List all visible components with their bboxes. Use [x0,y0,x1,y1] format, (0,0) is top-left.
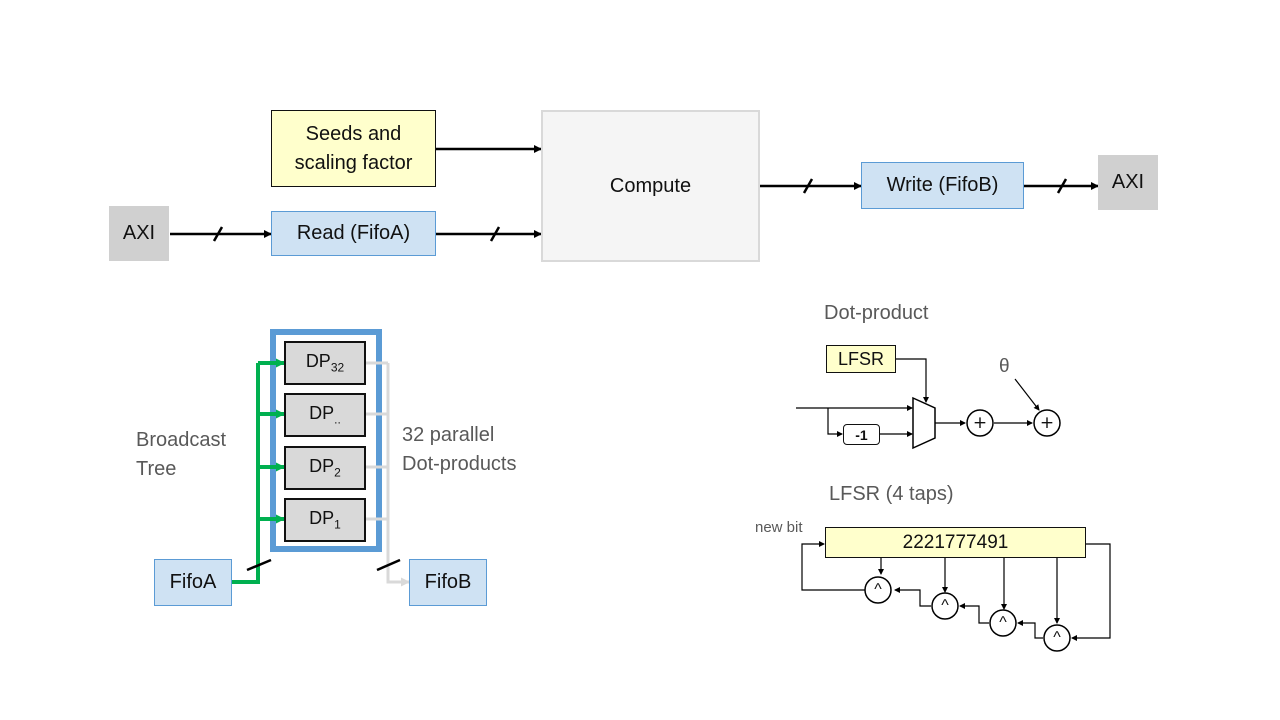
bus-slash [246,558,272,572]
dp-output-lines [366,361,410,587]
dp-unit-32: DP32 [284,341,366,385]
read-fifo-label: Read (FifoA) [296,222,411,244]
fifo-b-label: FifoB [424,571,472,593]
xor-symbol: ^ [1053,629,1061,646]
compute-box: Compute [541,110,760,262]
compute-label: Compute [609,174,692,197]
broadcast-tree-label: Broadcast Tree [136,426,226,484]
fifo-a-box: FifoA [154,559,232,606]
fifo-a-label: FifoA [169,571,217,593]
dp-unit-label: DP32 [305,351,345,375]
negate-box: -1 [843,424,880,445]
dot-product-title: Dot-product [824,302,929,324]
dp-lfsr-label: LFSR [837,348,884,369]
plus-symbol: + [972,413,988,433]
mux-icon [912,396,936,450]
broadcast-label-line2: Tree [136,458,177,480]
parallel-label-line1: 32 parallel [402,424,495,446]
lfsr-feedback [801,541,1111,641]
bus-slash [376,558,401,572]
dp-unit-label: DP.. [309,403,341,427]
lfsr-register: 2221777491 [825,527,1086,558]
write-fifo-box: Write (FifoB) [861,162,1024,209]
plus-symbol: + [1039,413,1055,433]
dp-unit-label: DP2 [309,456,341,480]
new-bit-label: new bit [755,519,803,536]
write-fifo-label: Write (FifoB) [886,174,999,196]
lfsr-title: LFSR (4 taps) [829,483,954,505]
adder-icon [966,409,994,437]
xor-symbol: ^ [999,614,1007,631]
dp-lfsr-box: LFSR [826,345,896,373]
parallel-dp-label: 32 parallel Dot-products [402,421,517,479]
fifo-b-box: FifoB [409,559,487,606]
dot-product-datapath [796,358,1040,437]
lfsr-register-value: 2221777491 [902,531,1009,553]
dp-unit-2: DP2 [284,446,366,490]
xor-symbol: ^ [941,597,949,614]
axi-input-box: AXI [109,206,169,261]
adder-icon [1033,409,1061,437]
parallel-label-line2: Dot-products [402,453,517,475]
axi-output-box: AXI [1098,155,1158,210]
pipeline-arrows [170,145,1099,242]
xor-symbol: ^ [874,581,882,598]
axi-output-label: AXI [1111,171,1145,193]
broadcast-label-line1: Broadcast [136,429,227,451]
axi-input-label: AXI [122,222,156,244]
theta-label: θ [999,356,1010,377]
read-fifo-box: Read (FifoA) [271,211,436,256]
dp-unit-label: DP1 [309,508,341,532]
negate-label: -1 [855,426,868,443]
seeds-box: Seeds and scaling factor [271,110,436,187]
dp-unit-1: DP1 [284,498,366,542]
seeds-label-line2: scaling factor [294,151,413,174]
seeds-label-line1: Seeds and [305,122,402,145]
broadcast-tree [232,358,285,584]
dp-unit-ellipsis: DP.. [284,393,366,437]
xor-gates [864,576,1071,652]
